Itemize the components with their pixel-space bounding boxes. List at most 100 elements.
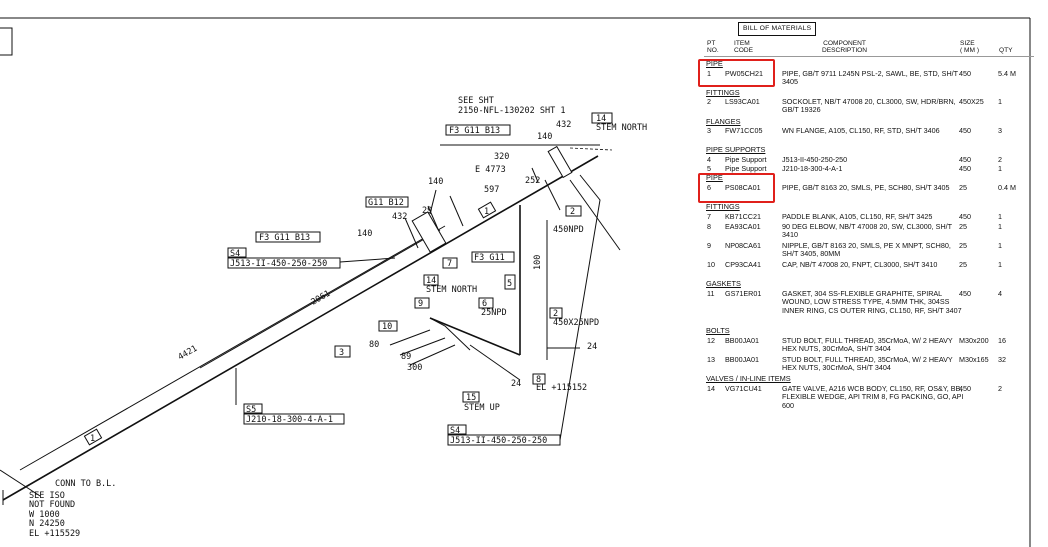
row-11-code: GS71ER01 [725,289,762,298]
row-10-pt: 10 [707,260,715,269]
tag-s5-label: S5 [246,405,256,415]
tag-g11-b12: G11 B12 [368,198,404,208]
row-3-qty: 3 [998,126,1002,135]
row-8-size: 25 [959,222,967,231]
flange-mark-1 [404,217,419,249]
row-7-desc: PADDLE BLANK, A105, CL150, RF, SH/T 3425 [782,212,933,221]
stem-up: STEM UP [464,403,500,413]
header-qty-line1: QTY [999,47,1013,54]
row-5-pt: 5 [707,164,711,173]
dim-line-2061 [199,229,441,369]
row-5-size: 450 [959,164,971,173]
coord-e: E 4773 [475,165,506,175]
dim-320: 320 [494,152,509,162]
header-pt-line2: NO. [707,47,719,55]
callout-14-top-box [591,112,613,124]
header-desc-line2: DESCRIPTION [822,47,868,55]
header-desc: COMPONENT DESCRIPTION [822,40,867,55]
row-6-desc: PIPE, GB/T 8163 20, SMLS, PE, SCH80, SH/… [782,183,950,192]
row-8-code: EA93CA01 [725,222,761,231]
callout-1-mid-box [477,201,497,219]
dim-4421: 4421 [177,344,200,363]
dim-140-left: 140 [357,229,372,239]
row-12-qty: 16 [998,336,1006,345]
tag-f3-g11: F3 G11 [474,253,505,263]
row-6-pt: 6 [707,183,711,192]
callout-5-box [504,274,516,290]
row-3-size: 450 [959,126,971,135]
row-1-code: PW05CH21 [725,69,763,78]
row-12-desc: STUD BOLT, FULL THREAD, 35CrMoA, W/ 2 HE… [782,336,953,354]
header-pt-line1: PT [707,40,716,47]
header-rule [704,56,1034,57]
row-9-qty: 1 [998,241,1002,250]
dim-2061: 2061 [310,289,333,308]
row-9-size: 25 [959,241,967,250]
callout-1-mid: 1 [484,207,489,217]
callout-5: 5 [507,279,512,289]
row-2-code: LS93CA01 [725,97,760,106]
row-2-desc: SOCKOLET, NB/T 47008 20, CL3000, SW, HDR… [782,97,956,115]
row-8-pt: 8 [707,222,711,231]
tag-s4-bottom-code: J513-II-450-250-250 [450,436,547,446]
row-10-code: CP93CA41 [725,260,761,269]
conn-bl: CONN TO B.L. [55,479,116,489]
row-2-pt: 2 [707,97,711,106]
row-14-qty: 2 [998,384,1002,393]
row-12-size: M30x200 [959,336,989,345]
row-13-qty: 32 [998,355,1006,364]
row-4-code: Pipe Support [725,155,767,164]
row-14-pt: 14 [707,384,715,393]
tag-s5-code-box [243,413,345,425]
tag-s4-bottom-box [447,424,467,435]
see-iso-line1: SEE ISO [29,491,65,501]
row-8-qty: 1 [998,222,1002,231]
group-fittings-2: FITTINGS [706,202,740,211]
row-9-desc: NIPPLE, GB/T 8163 20, SMLS, PE X MNPT, S… [782,241,951,259]
header-desc-line1: COMPONENT [823,40,866,47]
header-qty: QTY [999,47,1013,54]
cap-nipple [429,317,471,351]
row-6-code: PS08CA01 [725,183,761,192]
el-8: EL +115152 [536,383,587,393]
row-12-code: BB00JA01 [725,336,759,345]
callout-2-box-frame [565,205,582,217]
sheet-corner-mark [0,27,13,56]
row-3-code: FW71CC05 [725,126,763,135]
tag-g11-box [365,196,409,208]
see-sheet-line2: 2150-NFL-130202 SHT 1 [458,106,565,116]
row-3-pt: 3 [707,126,711,135]
valve-stem [429,189,437,215]
valve-top-body [547,145,573,179]
callout-15: 15 [466,393,476,403]
callout-6: 6 [482,299,487,309]
callout-14-top: 14 [596,114,606,124]
row-4-pt: 4 [707,155,711,164]
dim-89: 89 [401,352,411,362]
dim-432-mid: 432 [392,212,407,222]
row-13-pt: 13 [707,355,715,364]
row-11-qty: 4 [998,289,1002,298]
dim-line-89 [399,337,446,356]
header-size-line1: SIZE [960,40,975,47]
header-code: ITEM CODE [734,40,753,55]
highlight-row-1 [698,59,775,87]
callout-15-box [462,391,480,403]
row-11-pt: 11 [707,289,715,298]
dim-line-300 [409,344,456,366]
see-iso-line4: N 24250 [29,519,65,529]
group-valves: VALVES / IN-LINE ITEMS [706,374,791,383]
row-6-size: 25 [959,183,967,192]
row-7-qty: 1 [998,212,1002,221]
callout-2: 2 [553,309,558,319]
group-flanges: FLANGES [706,117,741,126]
row-5-code: Pipe Support [725,164,767,173]
callout-7-box [442,257,458,269]
dim-140-top: 140 [537,132,552,142]
stem-north-top: STEM NORTH [596,123,647,133]
group-fittings-1: FITTINGS [706,88,740,97]
bom-title: BILL OF MATERIALS [738,22,817,37]
row-7-size: 450 [959,212,971,221]
row-2-qty: 1 [998,97,1002,106]
